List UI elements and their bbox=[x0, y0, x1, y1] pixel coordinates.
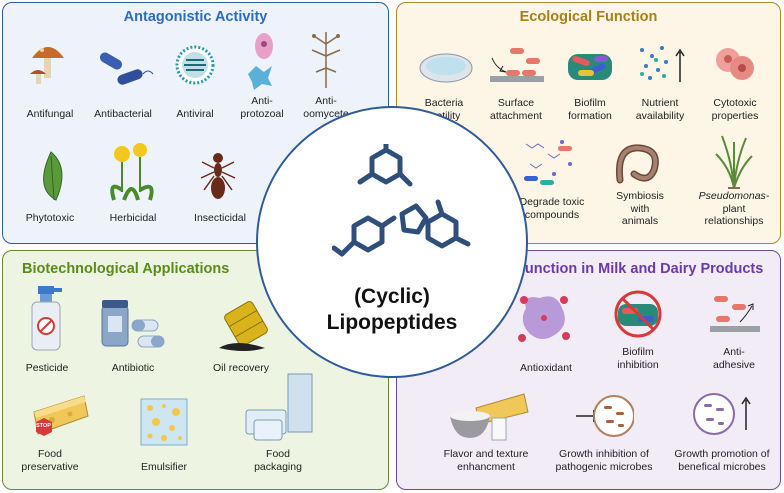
petri-dish-icon bbox=[419, 53, 473, 83]
biofilm-inhibition-icon bbox=[614, 290, 662, 338]
label-antifungal: Antifungal bbox=[26, 108, 74, 120]
label-antibacterial: Antibacterial bbox=[94, 108, 152, 120]
center-title: (Cyclic) Lipopeptides bbox=[258, 284, 526, 336]
leaf-icon bbox=[43, 151, 63, 201]
label-food-packaging: Food packaging bbox=[254, 448, 302, 473]
center-title-line2: Lipopeptides bbox=[326, 311, 458, 334]
plant-icon bbox=[715, 135, 753, 189]
dandelion-icon bbox=[110, 143, 154, 201]
antagonistic-title: Antagonistic Activity bbox=[123, 9, 268, 25]
stop-sign-text: STOP bbox=[36, 423, 51, 429]
label-antiprotozoal: Anti- protozoal bbox=[240, 95, 284, 120]
center-title-line1: (Cyclic) bbox=[354, 285, 430, 308]
center-circle: (Cyclic) Lipopeptides bbox=[256, 106, 528, 378]
protozoa-icon bbox=[248, 33, 273, 90]
label-antibiotic: Antibiotic bbox=[111, 362, 155, 374]
worm-icon bbox=[615, 144, 659, 184]
dairy-foods-icon bbox=[450, 393, 529, 441]
degrade-toxic-icon bbox=[524, 140, 572, 185]
label-pathogen-inhibition: Growth inhibition of pathogenic microbes bbox=[555, 448, 653, 473]
antioxidant-icon bbox=[518, 296, 570, 342]
label-nutrient-availability: Nutrient availability bbox=[635, 97, 685, 122]
antibiotic-icon bbox=[101, 300, 165, 348]
label-pesticide: Pesticide bbox=[25, 362, 69, 374]
mushroom-icon bbox=[30, 47, 64, 84]
cytotoxic-cell-icon bbox=[716, 48, 754, 80]
ant-icon bbox=[200, 153, 236, 199]
label-symbiosis: Symbiosis with animals bbox=[616, 190, 664, 227]
cheese-icon bbox=[33, 395, 89, 436]
label-cytotoxic-properties: Cytotoxic properties bbox=[711, 97, 759, 122]
spray-bottle-icon bbox=[31, 286, 62, 351]
label-oil-recovery: Oil recovery bbox=[212, 362, 270, 374]
pathogen-inhibition-icon bbox=[576, 395, 634, 437]
food-packaging-icon bbox=[245, 373, 313, 441]
label-herbicidal: Herbicidal bbox=[109, 212, 157, 224]
virus-icon bbox=[175, 45, 215, 85]
label-antioxidant: Antioxidant bbox=[520, 362, 572, 374]
label-pseudomonas-plant: Pseudomonas- plant relationships bbox=[698, 190, 770, 227]
nutrient-icon bbox=[640, 46, 685, 82]
ecological-title: Ecological Function bbox=[519, 9, 658, 25]
dairy-title: Function in Milk and Dairy Products bbox=[516, 261, 764, 277]
anti-adhesive-icon bbox=[710, 296, 760, 332]
label-degrade-toxic: Degrade toxic compounds bbox=[519, 196, 585, 221]
label-food-preservative: Food preservative bbox=[21, 448, 79, 473]
oomycete-icon bbox=[311, 32, 341, 88]
label-beneficial-promotion: Growth promotion of benefical microbes bbox=[674, 448, 770, 473]
surface-attachment-icon bbox=[490, 48, 544, 82]
label-insecticidal: Insecticidal bbox=[194, 212, 246, 224]
label-antiviral: Antiviral bbox=[176, 108, 214, 120]
label-biofilm-inhibition: Biofilm inhibition bbox=[617, 346, 659, 371]
label-phytotoxic: Phytotoxic bbox=[25, 212, 75, 224]
label-emulsifier: Emulsifier bbox=[140, 461, 188, 473]
label-surface-attachment: Surface attachment bbox=[490, 97, 542, 122]
label-anti-adhesive: Anti- adhesive bbox=[712, 346, 756, 371]
oil-barrel-icon bbox=[219, 301, 268, 351]
lipopeptide-structure-icon bbox=[332, 144, 471, 257]
biofilm-icon bbox=[568, 54, 612, 80]
beneficial-promotion-icon bbox=[693, 393, 751, 435]
biotech-title: Biotechnological Applications bbox=[22, 261, 230, 277]
bacteria-icon bbox=[99, 52, 154, 85]
label-flavor-texture: Flavor and texture enhancment bbox=[443, 448, 529, 473]
label-biofilm-formation: Biofilm formation bbox=[568, 97, 612, 122]
emulsion-icon bbox=[140, 398, 188, 446]
